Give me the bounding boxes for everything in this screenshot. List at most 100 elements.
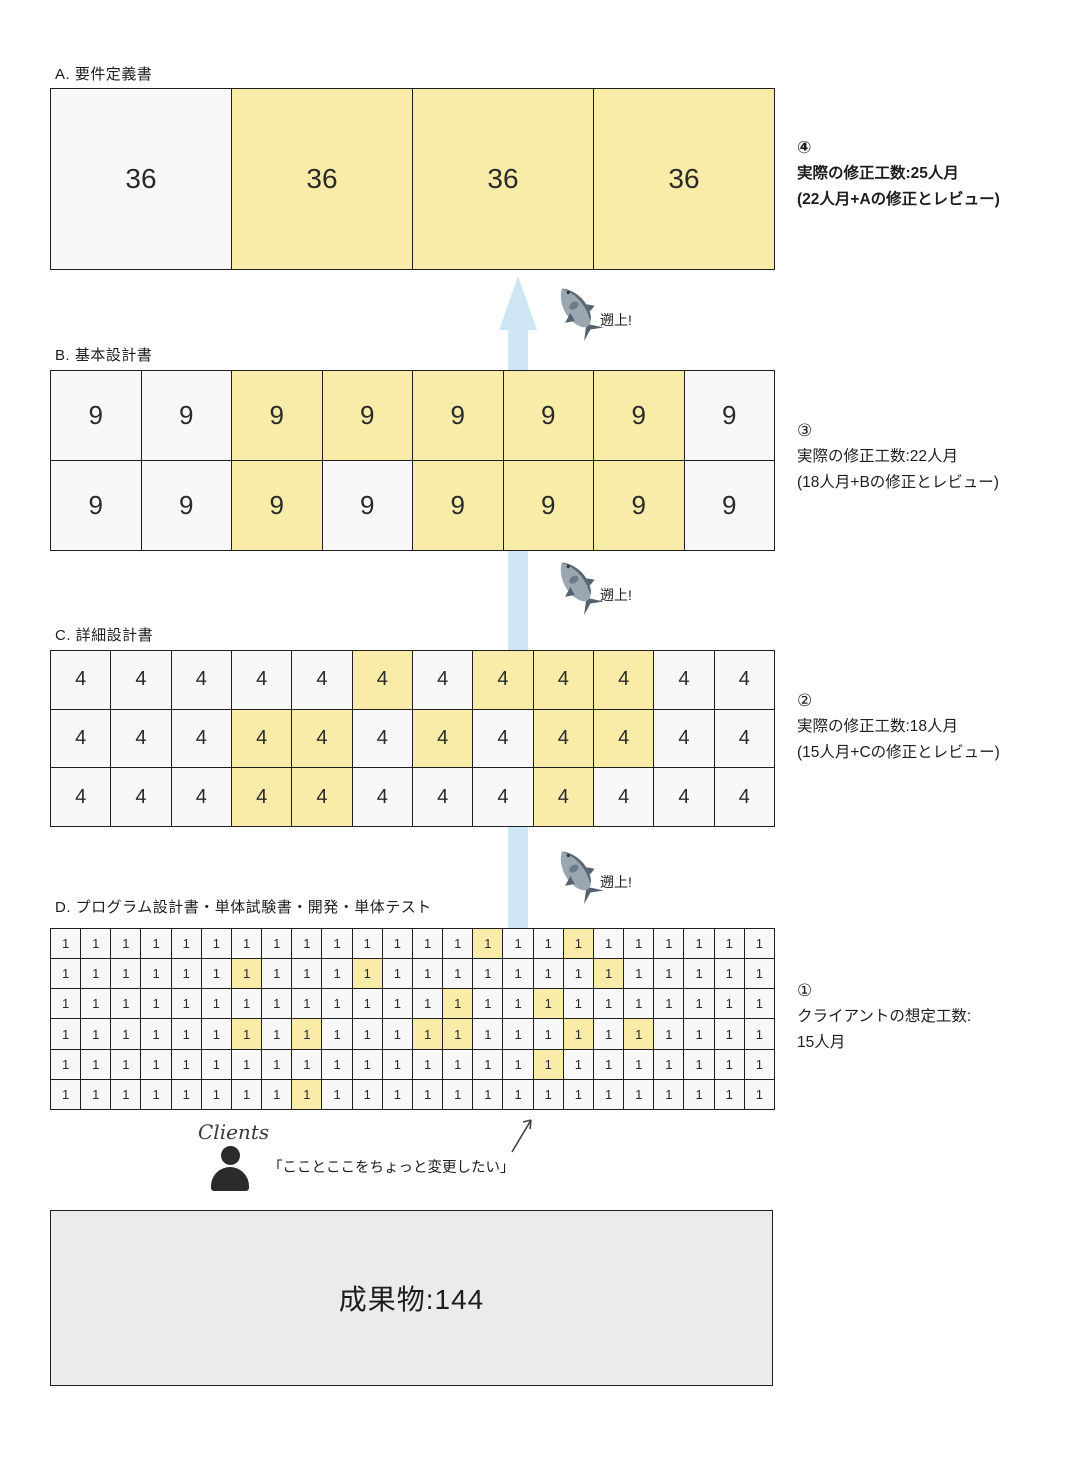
grid-cell: 1: [714, 1019, 745, 1050]
grid-cell: 1: [533, 1049, 564, 1080]
grid-cell: 1: [51, 1079, 82, 1110]
grid-cell: 1: [593, 989, 625, 1020]
grid-cell: 9: [322, 371, 413, 461]
grid-cell: 9: [594, 461, 685, 551]
grid-cell: 1: [503, 1019, 534, 1050]
grid-cell: 1: [322, 959, 353, 990]
grid-cell: 1: [593, 929, 625, 960]
grid-cell: 4: [533, 651, 594, 710]
grid-cell: 1: [443, 1079, 474, 1110]
grid-cell: 1: [201, 1049, 232, 1080]
grid-cell: 1: [262, 959, 293, 990]
grid-cell: 1: [231, 959, 263, 990]
grid-cell: 1: [473, 959, 504, 990]
client-speech-text: 「こことここをちょっと変更したい」: [268, 1160, 515, 1176]
grid-cell: 1: [412, 959, 444, 990]
grid-cell: 1: [171, 929, 202, 960]
grid-cell: 1: [654, 1019, 685, 1050]
grid-cell: 1: [563, 1019, 594, 1050]
grid-cell: 4: [231, 651, 293, 710]
grid-cell: 1: [141, 1079, 172, 1110]
annotation-4: ④ 実際の修正工数:25人月 (22人月+Aの修正とレビュー): [797, 135, 1000, 213]
grid-cell: 1: [171, 959, 202, 990]
grid-cell: 9: [503, 371, 594, 461]
grid-cell: 1: [262, 929, 293, 960]
grid-cell: 9: [141, 371, 232, 461]
grid-cell: 1: [111, 1079, 142, 1110]
grid-cell: 1: [624, 1049, 655, 1080]
grid-cell: 1: [292, 1079, 323, 1110]
grid-cell: 1: [141, 989, 172, 1020]
grid-cell: 1: [292, 1049, 323, 1080]
up-arrow-shaft: [508, 551, 528, 650]
grid-cell: 4: [412, 651, 474, 710]
grid-cell: 1: [443, 989, 474, 1020]
grid-cell: 1: [473, 1049, 504, 1080]
grid-cell: 1: [473, 1019, 504, 1050]
sojou-label: 遡上!: [600, 312, 632, 328]
grid-cell: 1: [443, 929, 474, 960]
grid-cell: 1: [533, 929, 564, 960]
grid-cell: 1: [654, 1079, 685, 1110]
grid-cell: 4: [593, 651, 655, 710]
grid-cell: 4: [231, 768, 293, 827]
grid-cell: 1: [684, 929, 715, 960]
grid-cell: 1: [684, 959, 715, 990]
grid-cell: 1: [201, 929, 232, 960]
grid-cell: 1: [171, 989, 202, 1020]
up-arrow-icon: [499, 276, 537, 330]
grid-cell: 1: [714, 1049, 745, 1080]
grid-cell: 1: [352, 1079, 383, 1110]
grid-cell: 36: [232, 89, 413, 270]
grid-cell: 1: [51, 929, 82, 960]
grid-cell: 1: [352, 929, 383, 960]
grid-cell: 1: [473, 929, 504, 960]
grid-cell: 1: [231, 1049, 263, 1080]
grid-cell: 1: [352, 1019, 383, 1050]
grid-cell: 9: [141, 461, 232, 551]
grid-cell: 1: [563, 959, 594, 990]
grid-cell: 1: [262, 1079, 293, 1110]
grid-cell: 1: [412, 989, 444, 1020]
annotation-1: ① クライアントの想定工数: 15人月: [797, 978, 971, 1056]
grid-cell: 1: [624, 1079, 655, 1110]
grid-cell: 9: [684, 371, 775, 461]
grid-cell: 1: [714, 929, 745, 960]
grid-cell: 1: [744, 1019, 775, 1050]
grid-cell: 1: [654, 929, 685, 960]
grid-cell: 4: [473, 768, 534, 827]
grid-cell: 1: [443, 959, 474, 990]
grid-cell: 4: [654, 768, 715, 827]
grid-cell: 1: [51, 1049, 82, 1080]
grid-cell: 1: [111, 1019, 142, 1050]
grid-cell: 1: [292, 929, 323, 960]
annotation-2-line2: (15人月+Cの修正とレビュー): [797, 744, 1000, 761]
grid-cell: 1: [503, 989, 534, 1020]
grid-cell: 1: [654, 1049, 685, 1080]
grid-cell: 1: [81, 929, 112, 960]
grid-cell: 4: [473, 709, 534, 769]
grid-cell: 1: [503, 1079, 534, 1110]
grid-cell: 1: [262, 1049, 293, 1080]
grid-cell: 1: [563, 1079, 594, 1110]
grid-cell: 1: [473, 1079, 504, 1110]
grid-cell: 1: [51, 1019, 82, 1050]
hand-drawn-arrow-icon: [511, 1119, 532, 1153]
grid-cell: 1: [563, 929, 594, 960]
grid-cell: 1: [503, 929, 534, 960]
clients-label: Clients: [198, 1120, 270, 1144]
grid-cell: 1: [412, 1079, 444, 1110]
grid-cell: 1: [262, 1019, 293, 1050]
grid-cell: 4: [51, 768, 112, 827]
grid-cell: 1: [322, 1019, 353, 1050]
sojou-label: 遡上!: [600, 874, 632, 890]
grid-cell: 4: [412, 768, 474, 827]
grid-cell: 1: [382, 1049, 413, 1080]
grid-cell: 1: [292, 959, 323, 990]
grid-cell: 4: [111, 768, 172, 827]
grid-cell: 1: [684, 989, 715, 1020]
grid-cell: 1: [412, 929, 444, 960]
grid-cell: 1: [141, 1049, 172, 1080]
